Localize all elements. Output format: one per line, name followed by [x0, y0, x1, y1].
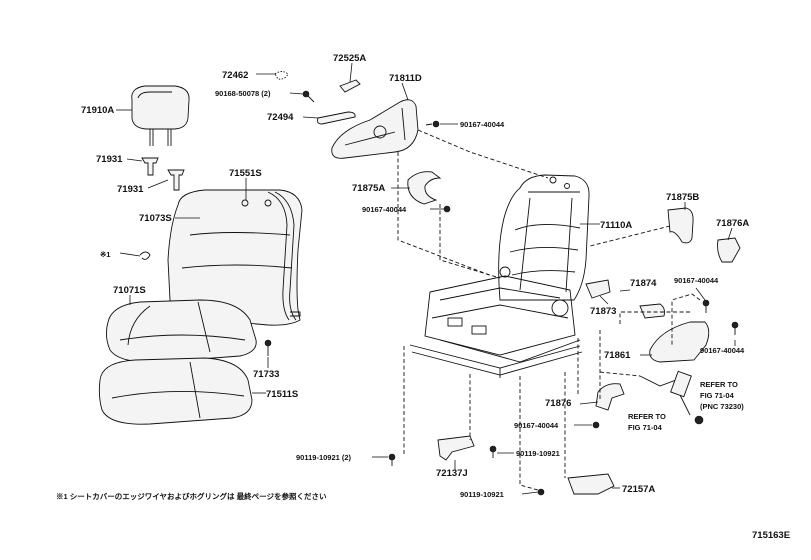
cushion-pad-drawing	[98, 357, 253, 425]
headrest-support-drawing	[141, 157, 185, 191]
dashed-reference-lines	[397, 129, 701, 493]
label-71876a: 71876A	[716, 218, 749, 229]
bolt-71733-drawing	[264, 339, 272, 356]
leader-lines	[116, 62, 736, 495]
label-71873: 71873	[590, 306, 616, 317]
figure-id: 715163E	[752, 530, 790, 541]
footnote-text: ※1 シートカバーのエッジワイヤおよびホグリングは 最終ページを参照ください	[56, 491, 327, 501]
label-71876: 71876	[545, 398, 571, 409]
screw-90167-upper-drawing	[425, 120, 440, 128]
label-90119-10921-c: 90119-10921	[460, 490, 504, 499]
bolt-90119-c-drawing	[537, 488, 545, 496]
cap-72462-drawing	[274, 71, 289, 80]
recliner-lever-drawing	[317, 111, 356, 125]
label-90119-10921-b: 90119-10921	[516, 449, 560, 458]
label-71910a: 71910A	[81, 105, 114, 116]
label-90167-40044-e: 90167-40044	[514, 421, 559, 430]
cover-71876a-drawing	[717, 237, 741, 263]
cushion-cover-drawing	[105, 299, 257, 363]
label-71861: 71861	[604, 350, 631, 361]
seat-frame-drawing	[409, 174, 590, 378]
label-refer-to-2: REFER TO	[628, 412, 666, 421]
label-71073s: 71073S	[139, 213, 172, 224]
part-number-labels: 72462 72525A 71811D 90168-50078 (2) 7249…	[81, 53, 749, 499]
screw-90167-b-drawing	[443, 205, 451, 213]
screw-90167-d-drawing	[731, 321, 739, 335]
label-71511s: 71511S	[266, 389, 298, 400]
cover-71874-drawing	[639, 303, 665, 319]
label-72137j: 72137J	[436, 468, 468, 479]
label-71874: 71874	[630, 278, 657, 289]
screw-90167-c-drawing	[702, 299, 710, 313]
seatback-cover-drawing	[167, 189, 303, 326]
label-71875a: 71875A	[352, 183, 385, 194]
label-refer-to-1: REFER TO	[700, 380, 738, 389]
label-71551s: 71551S	[229, 168, 262, 179]
clip-71873-drawing	[585, 279, 611, 299]
screw-90167-e-drawing	[592, 421, 600, 429]
label-90167-40044-d: 90167-40044	[700, 346, 745, 355]
label-71071s: 71071S	[113, 285, 146, 296]
bracket-71875a-drawing	[407, 171, 442, 205]
headrest-drawing	[131, 85, 190, 146]
label-note-1: ※1	[100, 250, 110, 259]
label-pnc-73230: (PNC 73230)	[700, 402, 744, 411]
label-71733: 71733	[253, 369, 279, 380]
label-90167-40044-a: 90167-40044	[460, 120, 505, 129]
screw-90168-drawing	[302, 90, 315, 103]
label-90168-50078: 90168-50078 (2)	[215, 89, 271, 98]
label-72462: 72462	[222, 70, 248, 81]
label-72525a: 72525A	[333, 53, 366, 64]
label-71110a: 71110A	[600, 220, 632, 231]
cover-71876-drawing	[595, 383, 625, 411]
shield-71861-drawing	[649, 321, 710, 363]
label-71931-b: 71931	[117, 184, 144, 195]
bracket-72137j-drawing	[437, 435, 475, 461]
knob-72525a-drawing	[339, 79, 361, 93]
label-90119-10921-a: 90119-10921 (2)	[296, 453, 352, 462]
recliner-cover-drawing	[331, 99, 419, 159]
belt-buckle-drawing	[639, 370, 704, 425]
label-72494: 72494	[267, 112, 294, 123]
bolt-90119-a-drawing	[388, 453, 396, 466]
label-90167-40044-b: 90167-40044	[362, 205, 407, 214]
label-72157a: 72157A	[622, 484, 655, 495]
label-fig-71-04-1: FIG 71-04	[700, 391, 735, 400]
hog-ring-drawing	[139, 251, 151, 260]
label-71811d: 71811D	[389, 73, 422, 84]
label-90167-40044-c: 90167-40044	[674, 276, 719, 285]
bolt-90119-b-drawing	[489, 445, 497, 458]
bracket-71875b-drawing	[667, 207, 694, 244]
label-71875b: 71875B	[666, 192, 699, 203]
label-fig-71-04-2: FIG 71-04	[628, 423, 663, 432]
label-71931-a: 71931	[96, 154, 123, 165]
bracket-72157a-drawing	[567, 473, 615, 495]
